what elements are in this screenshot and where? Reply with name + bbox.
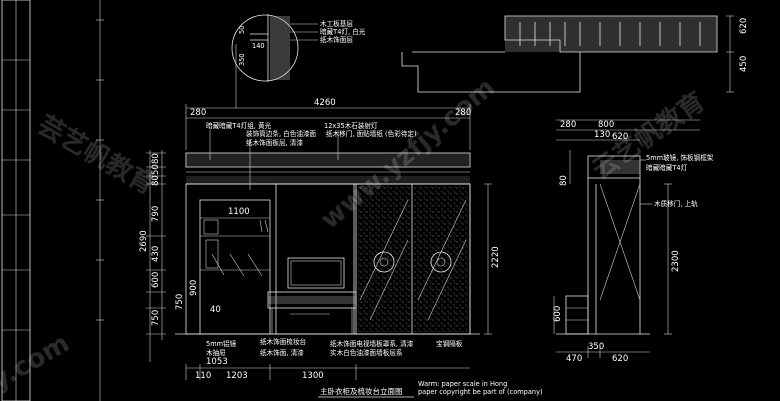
dim-110: 110 xyxy=(195,371,211,381)
note-bottom-6: 实木白色油漆面墙板层系 xyxy=(330,348,403,357)
callout-label-finish: 纸木饰面层 xyxy=(320,35,353,44)
side-section: 280 800 130 620 80 2300 600 470 350 620 … xyxy=(553,119,714,364)
watermark-brand-left: 芸艺帆教育 xyxy=(33,109,161,201)
scale-note-line-1: Warm: paper scale in Hong xyxy=(418,380,507,388)
side-note-2: 暗藏暗藏T4灯 xyxy=(646,163,688,172)
plan-dim-620: 620 xyxy=(739,18,749,34)
side-dim-470: 470 xyxy=(566,354,582,364)
title-block: 主卧衣柜及梳妆台立面图 Warm: paper scale in Hong pa… xyxy=(318,380,543,398)
main-elevation: 4260 280 280 1100 xyxy=(139,98,501,381)
note-bottom-2: 纸木饰面梳妆台 xyxy=(260,337,307,346)
callout-dim-50: 50 xyxy=(238,26,246,34)
callout-detail: 木工板基层 暗藏T4灯, 白光 纸木饰面层 140 350 50 xyxy=(231,14,366,108)
left-title-strip xyxy=(1,0,104,401)
dim-2220: 2220 xyxy=(491,246,501,268)
dim-left-600: 600 xyxy=(151,272,161,288)
sliding-doors xyxy=(355,183,471,335)
dim-left-80b: 80 xyxy=(151,175,161,186)
note-top-5: 纸木移门, 面贴墙纸 (色彩待定) xyxy=(326,129,417,138)
callout-dim-350: 350 xyxy=(238,53,246,66)
dim-left-430: 430 xyxy=(151,246,161,262)
plan-dim-450: 450 xyxy=(739,56,749,72)
side-dim-620b: 620 xyxy=(612,354,628,364)
side-note-1: 5mm玻镜, 饰板钢框架 xyxy=(646,153,714,162)
note-top-1: 暗藏暗藏T4灯组, 黄光 xyxy=(206,121,272,130)
callout-label-base: 木工板基层 xyxy=(320,19,353,28)
dim-1300: 1300 xyxy=(302,371,324,381)
side-dim-2300: 2300 xyxy=(671,250,681,272)
note-bottom-4: 纸木饰面, 清漆 xyxy=(260,348,304,357)
dim-left-2690: 2690 xyxy=(139,230,149,252)
dim-left-50: 50 xyxy=(151,164,161,175)
watermark-url-left: jy.com xyxy=(0,328,75,401)
dim-overall-4260: 4260 xyxy=(314,98,336,108)
scale-note-line-2: paper copyright be part of (company) xyxy=(418,388,543,396)
drawing-title: 主卧衣柜及梳妆台立面图 xyxy=(320,386,403,396)
note-top-2: 12x35木石装射灯 xyxy=(324,121,378,130)
side-dim-280: 280 xyxy=(560,120,576,130)
callout-label-light: 暗藏T4灯, 白光 xyxy=(320,27,366,36)
dim-inner-900: 900 xyxy=(189,280,199,296)
note-bottom-7: 宝钢隔板 xyxy=(436,339,463,348)
side-dim-600: 600 xyxy=(553,306,563,322)
side-dim-800: 800 xyxy=(598,120,614,130)
dim-inner-40: 40 xyxy=(210,305,221,315)
dim-1100: 1100 xyxy=(228,207,250,217)
note-top-4: 纸木饰面板层, 清漆 xyxy=(246,138,303,147)
dim-left-280: 280 xyxy=(190,108,206,118)
note-top-3: 装饰筒边条, 白色油漆面 xyxy=(246,129,317,138)
note-bottom-5: 纸木饰面电视墙板罩系, 清漆 xyxy=(330,339,414,348)
note-bottom-3: 木抽屉 xyxy=(206,348,226,357)
dim-1053: 1053 xyxy=(206,357,228,367)
side-dim-130: 130 xyxy=(594,130,610,140)
dim-right-280: 280 xyxy=(455,108,471,118)
side-dim-80: 80 xyxy=(559,175,569,186)
dim-1203: 1203 xyxy=(226,371,248,381)
top-plan-view: 620 450 xyxy=(401,15,749,93)
dim-inner-750: 750 xyxy=(175,294,185,310)
side-dim-620: 620 xyxy=(612,132,628,142)
dim-left-790: 790 xyxy=(151,206,161,222)
note-bottom-1: 5mm铝镜 xyxy=(206,339,237,348)
dim-left-80a: 80 xyxy=(151,153,161,164)
callout-dim-140: 140 xyxy=(252,42,265,50)
dim-left-750: 750 xyxy=(151,310,161,326)
side-dim-350: 350 xyxy=(588,342,604,352)
side-note-3: 木质移门, 上轨 xyxy=(654,199,698,208)
